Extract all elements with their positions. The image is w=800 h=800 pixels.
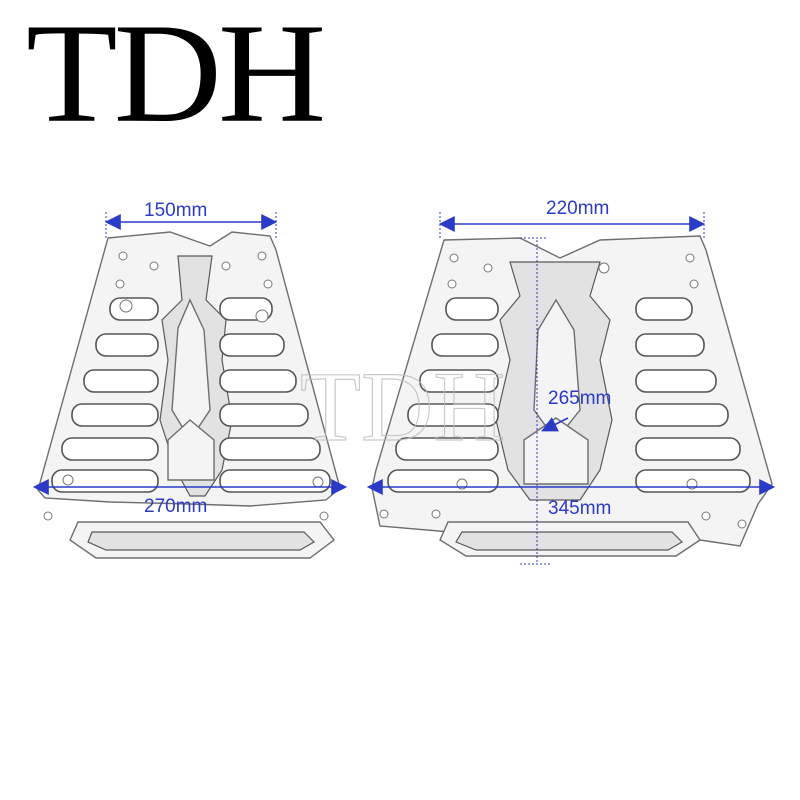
left-top-width-dimension: 150mm bbox=[104, 200, 278, 240]
faint-watermark: TDH bbox=[299, 350, 506, 462]
right-top-width-label: 220mm bbox=[546, 198, 609, 219]
left-top-width-label: 150mm bbox=[144, 200, 207, 221]
right-bottom-width-dimension: 345mm bbox=[366, 479, 776, 519]
right-fairing-drawing bbox=[371, 235, 773, 557]
right-height-dimension: 265mm bbox=[520, 237, 611, 565]
left-bottom-width-label: 270mm bbox=[144, 496, 207, 517]
right-top-width-dimension: 220mm bbox=[438, 198, 706, 240]
brand-logo: TDH bbox=[26, 0, 326, 153]
left-fairing-drawing bbox=[37, 231, 341, 559]
right-height-label: 265mm bbox=[548, 388, 611, 409]
left-bottom-width-dimension: 270mm bbox=[32, 479, 348, 517]
right-bottom-width-label: 345mm bbox=[548, 498, 611, 519]
svg-text:TDH: TDH bbox=[300, 351, 506, 462]
